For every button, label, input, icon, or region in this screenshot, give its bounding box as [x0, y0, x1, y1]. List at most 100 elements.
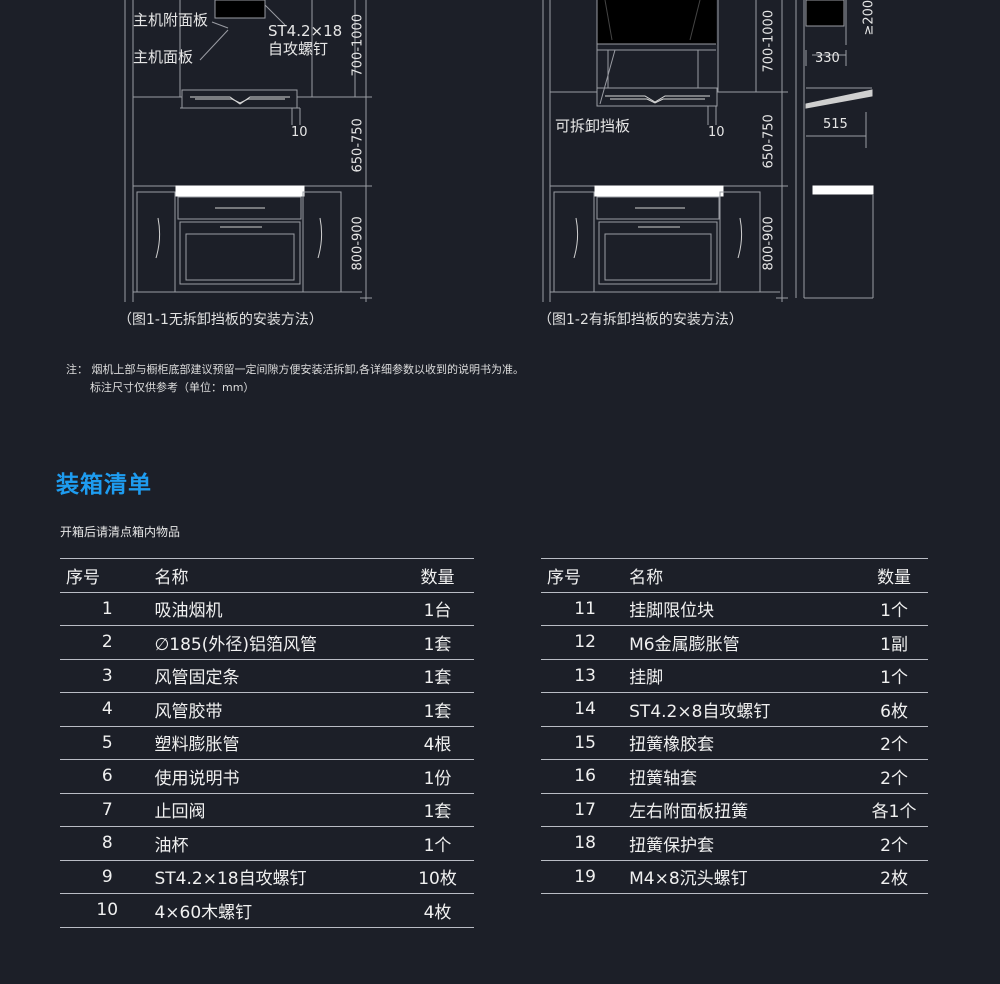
header-no: 序号	[541, 558, 630, 593]
item-qty: 2个	[860, 826, 928, 861]
caption-figure-1-1: （图1-1无拆卸挡板的安装方法）	[118, 312, 323, 328]
packing-list-subtitle: 开箱后请清点箱内物品	[60, 525, 181, 539]
item-name: M6金属膨胀管	[629, 625, 861, 660]
dim-side-top: ≥200	[861, 0, 877, 36]
item-no: 3	[60, 659, 155, 693]
item-name: ST4.2×8自攻螺钉	[629, 692, 861, 727]
item-name: 吸油烟机	[154, 592, 402, 626]
header-no: 序号	[60, 558, 155, 593]
label-gap-right: 10	[708, 125, 725, 140]
item-no: 6	[60, 759, 155, 794]
dim-lower-left: 800-900	[350, 216, 366, 271]
item-qty: 2个	[860, 726, 928, 760]
header-name: 名称	[154, 558, 402, 593]
item-name: 左右附面板扭簧	[629, 793, 861, 827]
item-name: 风管胶带	[154, 692, 402, 727]
item-qty: 1副	[860, 625, 928, 660]
item-name: 挂脚	[629, 659, 861, 693]
item-name: 使用说明书	[154, 759, 402, 794]
item-no: 19	[541, 860, 630, 894]
item-no: 16	[541, 759, 630, 794]
item-qty: 各1个	[860, 793, 928, 827]
item-no: 8	[60, 826, 155, 861]
item-no: 2	[60, 625, 155, 660]
item-no: 14	[541, 692, 630, 727]
dim-middle-right: 650-750	[761, 114, 777, 169]
item-qty: 4枚	[401, 893, 474, 928]
item-no: 11	[541, 592, 630, 626]
item-qty: 1套	[401, 625, 474, 660]
label-screw-line2: 自攻螺钉	[268, 40, 329, 58]
item-name: 扭簧橡胶套	[629, 726, 861, 760]
header-qty: 数量	[860, 558, 928, 593]
item-name: 挂脚限位块	[629, 592, 861, 626]
item-name: 扭簧保护套	[629, 826, 861, 861]
item-no: 5	[60, 726, 155, 760]
item-name: 止回阀	[154, 793, 402, 827]
item-qty: 2枚	[860, 860, 928, 894]
label-attached-panel: 主机附面板	[133, 11, 209, 29]
item-name: 风管固定条	[154, 659, 402, 693]
item-no: 18	[541, 826, 630, 861]
item-name: M4×8沉头螺钉	[629, 860, 861, 894]
item-qty: 1套	[401, 692, 474, 727]
header-name: 名称	[629, 558, 861, 593]
label-removable-baffle: 可拆卸挡板	[555, 117, 631, 135]
item-no: 13	[541, 659, 630, 693]
item-name: 4×60木螺钉	[154, 893, 402, 928]
item-name: ∅185(外径)铝箔风管	[154, 625, 402, 660]
item-qty: 2个	[860, 759, 928, 794]
item-no: 4	[60, 692, 155, 727]
item-qty: 4根	[401, 726, 474, 760]
item-qty: 1台	[401, 592, 474, 626]
item-qty: 1个	[860, 592, 928, 626]
item-qty: 1套	[401, 793, 474, 827]
note-line-1: 注： 烟机上部与橱柜底部建议预留一定间隙方便安装活拆卸,各详细参数以收到的说明书…	[66, 363, 524, 376]
label-gap-left: 10	[291, 125, 308, 140]
item-qty: 6枚	[860, 692, 928, 727]
table-header-row: 序号 名称 数量	[60, 558, 474, 593]
right-figure	[542, 0, 874, 302]
dim-upper-left: 700-1000	[350, 13, 366, 77]
item-qty: 10枚	[401, 860, 474, 894]
label-screw-line1: ST4.2×18	[268, 22, 343, 40]
dim-side-515: 515	[823, 117, 848, 132]
item-no: 9	[60, 860, 155, 894]
item-no: 7	[60, 793, 155, 827]
installation-diagram	[124, 0, 874, 302]
item-name: ST4.2×18自攻螺钉	[154, 860, 402, 894]
header-qty: 数量	[401, 558, 474, 593]
item-name: 塑料膨胀管	[154, 726, 402, 760]
table-header-row: 序号 名称 数量	[541, 558, 928, 593]
item-no: 10	[60, 893, 155, 928]
packing-list-title: 装箱清单	[56, 472, 152, 498]
item-qty: 1个	[401, 826, 474, 861]
caption-figure-1-2: （图1-2有拆卸挡板的安装方法）	[538, 312, 743, 328]
item-name: 扭簧轴套	[629, 759, 861, 794]
dim-upper-right: 700-1000	[761, 9, 777, 73]
item-qty: 1套	[401, 659, 474, 693]
dim-middle-left: 650-750	[350, 118, 366, 173]
note-line-2: 标注尺寸仅供参考（单位：mm）	[90, 381, 255, 394]
item-qty: 1份	[401, 759, 474, 794]
dim-side-330: 330	[815, 51, 840, 66]
